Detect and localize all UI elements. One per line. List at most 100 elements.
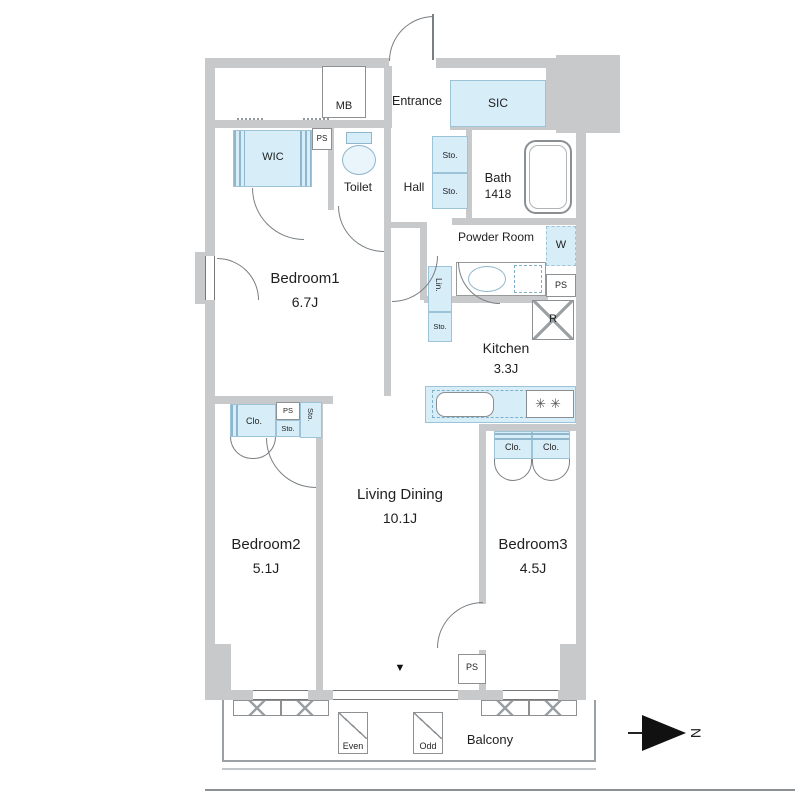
bath-size: 1418 — [484, 187, 512, 201]
door-arc-toilet — [338, 206, 384, 252]
room-label-hall: Hall — [403, 180, 425, 194]
site-boundary-line — [205, 789, 795, 791]
stove: ✳✳ — [526, 390, 574, 418]
ac-unit — [281, 700, 329, 716]
sto-label: Sto. — [442, 150, 458, 160]
refrigerator-space — [532, 300, 574, 340]
room-name: Bedroom3 — [498, 536, 568, 553]
wall-segment — [436, 58, 562, 68]
window — [253, 690, 308, 700]
bathtub — [524, 140, 572, 214]
mb-label: MB — [335, 100, 353, 112]
wall-corner-block — [560, 644, 586, 700]
room-label-kitchen: Kitchen 3.3J — [456, 340, 556, 376]
entry-arrow-marker: ▼ — [394, 662, 406, 674]
meter-box — [322, 66, 366, 118]
wic-closet — [233, 130, 312, 187]
room-area: 3.3J — [493, 361, 519, 376]
storage-box — [432, 173, 468, 209]
room-label-bedroom3: Bedroom3 4.5J — [486, 536, 580, 576]
wall-segment — [195, 252, 205, 304]
room-name: Bath — [484, 170, 512, 185]
kitchen-sink — [436, 392, 494, 417]
wall-segment — [205, 58, 389, 68]
room-label-balcony: Balcony — [466, 732, 514, 747]
pipe-space — [312, 128, 332, 150]
wall-segment — [316, 396, 323, 700]
wall-segment — [205, 300, 215, 700]
louver-door — [234, 131, 245, 186]
wall-segment — [384, 128, 391, 396]
room-label-living-dining: Living Dining 10.1J — [328, 486, 472, 526]
room-label-entrance: Entrance — [391, 94, 443, 108]
window — [205, 256, 215, 300]
ps-label: PS — [282, 406, 293, 415]
vanity-cabinet-dashed — [514, 265, 542, 293]
door-arc-entrance — [389, 16, 434, 61]
washer-space — [546, 226, 576, 266]
room-area: 10.1J — [382, 510, 418, 526]
pipe-space — [458, 654, 486, 684]
room-label-bedroom1: Bedroom1 6.7J — [238, 270, 372, 310]
storage-box — [300, 402, 322, 438]
louver-door — [231, 405, 241, 436]
wall-segment — [205, 120, 390, 128]
room-area: 6.7J — [291, 294, 319, 310]
sto-label: Sto. — [442, 186, 458, 196]
door-arc-bedroom1 — [252, 188, 304, 240]
wic-label: WIC — [262, 151, 284, 163]
wall-segment — [205, 396, 333, 404]
room-name: Bedroom2 — [231, 536, 301, 553]
storage-box — [428, 312, 452, 342]
north-label: N — [688, 727, 704, 739]
room-area: 4.5J — [519, 560, 547, 576]
even-floor-marker: Even — [338, 712, 368, 754]
ac-unit — [529, 700, 577, 716]
room-name: Bedroom1 — [270, 270, 340, 287]
wall-segment — [576, 125, 586, 700]
ps-label: PS — [316, 134, 328, 143]
room-name: Living Dining — [357, 486, 443, 503]
wall-segment — [384, 66, 392, 128]
toilet-tank — [346, 132, 372, 144]
washer-label: W — [555, 239, 567, 251]
wall-segment — [391, 222, 423, 228]
wall-segment — [546, 66, 560, 128]
storage-box — [276, 420, 300, 437]
sic-label: SIC — [487, 96, 508, 110]
vent-dashes — [303, 118, 329, 120]
room-label-bedroom2: Bedroom2 5.1J — [212, 536, 320, 576]
door-leaf-entrance — [432, 14, 434, 60]
compass: N — [628, 710, 708, 760]
slope-icon — [339, 713, 367, 739]
window — [503, 690, 558, 700]
room-label-toilet: Toilet — [343, 180, 372, 194]
sto-label: Sto. — [281, 424, 295, 433]
sto-label: Sto. — [306, 408, 315, 422]
room-label-bath: Bath 1418 — [474, 170, 522, 201]
window — [333, 690, 458, 700]
sto-label: Sto. — [433, 322, 447, 331]
wall-segment — [479, 431, 486, 604]
refrigerator-label: R — [549, 313, 557, 325]
balcony-outline — [222, 700, 596, 762]
pipe-space — [546, 274, 576, 297]
pipe-space — [276, 402, 300, 420]
ps-label: PS — [465, 662, 478, 672]
wall-segment — [328, 128, 334, 210]
closet-door-arc — [532, 459, 570, 481]
lin-label: Lin. — [434, 278, 444, 292]
wall-block-top-right — [556, 55, 620, 133]
closet-door-arc — [494, 459, 532, 481]
ac-unit — [233, 700, 281, 716]
room-name: Kitchen — [482, 340, 530, 356]
louver-door — [495, 432, 569, 440]
sic-closet — [450, 80, 546, 127]
wall-segment — [479, 424, 586, 431]
odd-label: Odd — [419, 741, 437, 751]
clo-label: Clo. — [504, 442, 521, 452]
clo-label: Clo. — [245, 416, 262, 426]
louver-door — [300, 131, 311, 186]
ps-label: PS — [554, 280, 567, 290]
odd-floor-marker: Odd — [413, 712, 443, 754]
